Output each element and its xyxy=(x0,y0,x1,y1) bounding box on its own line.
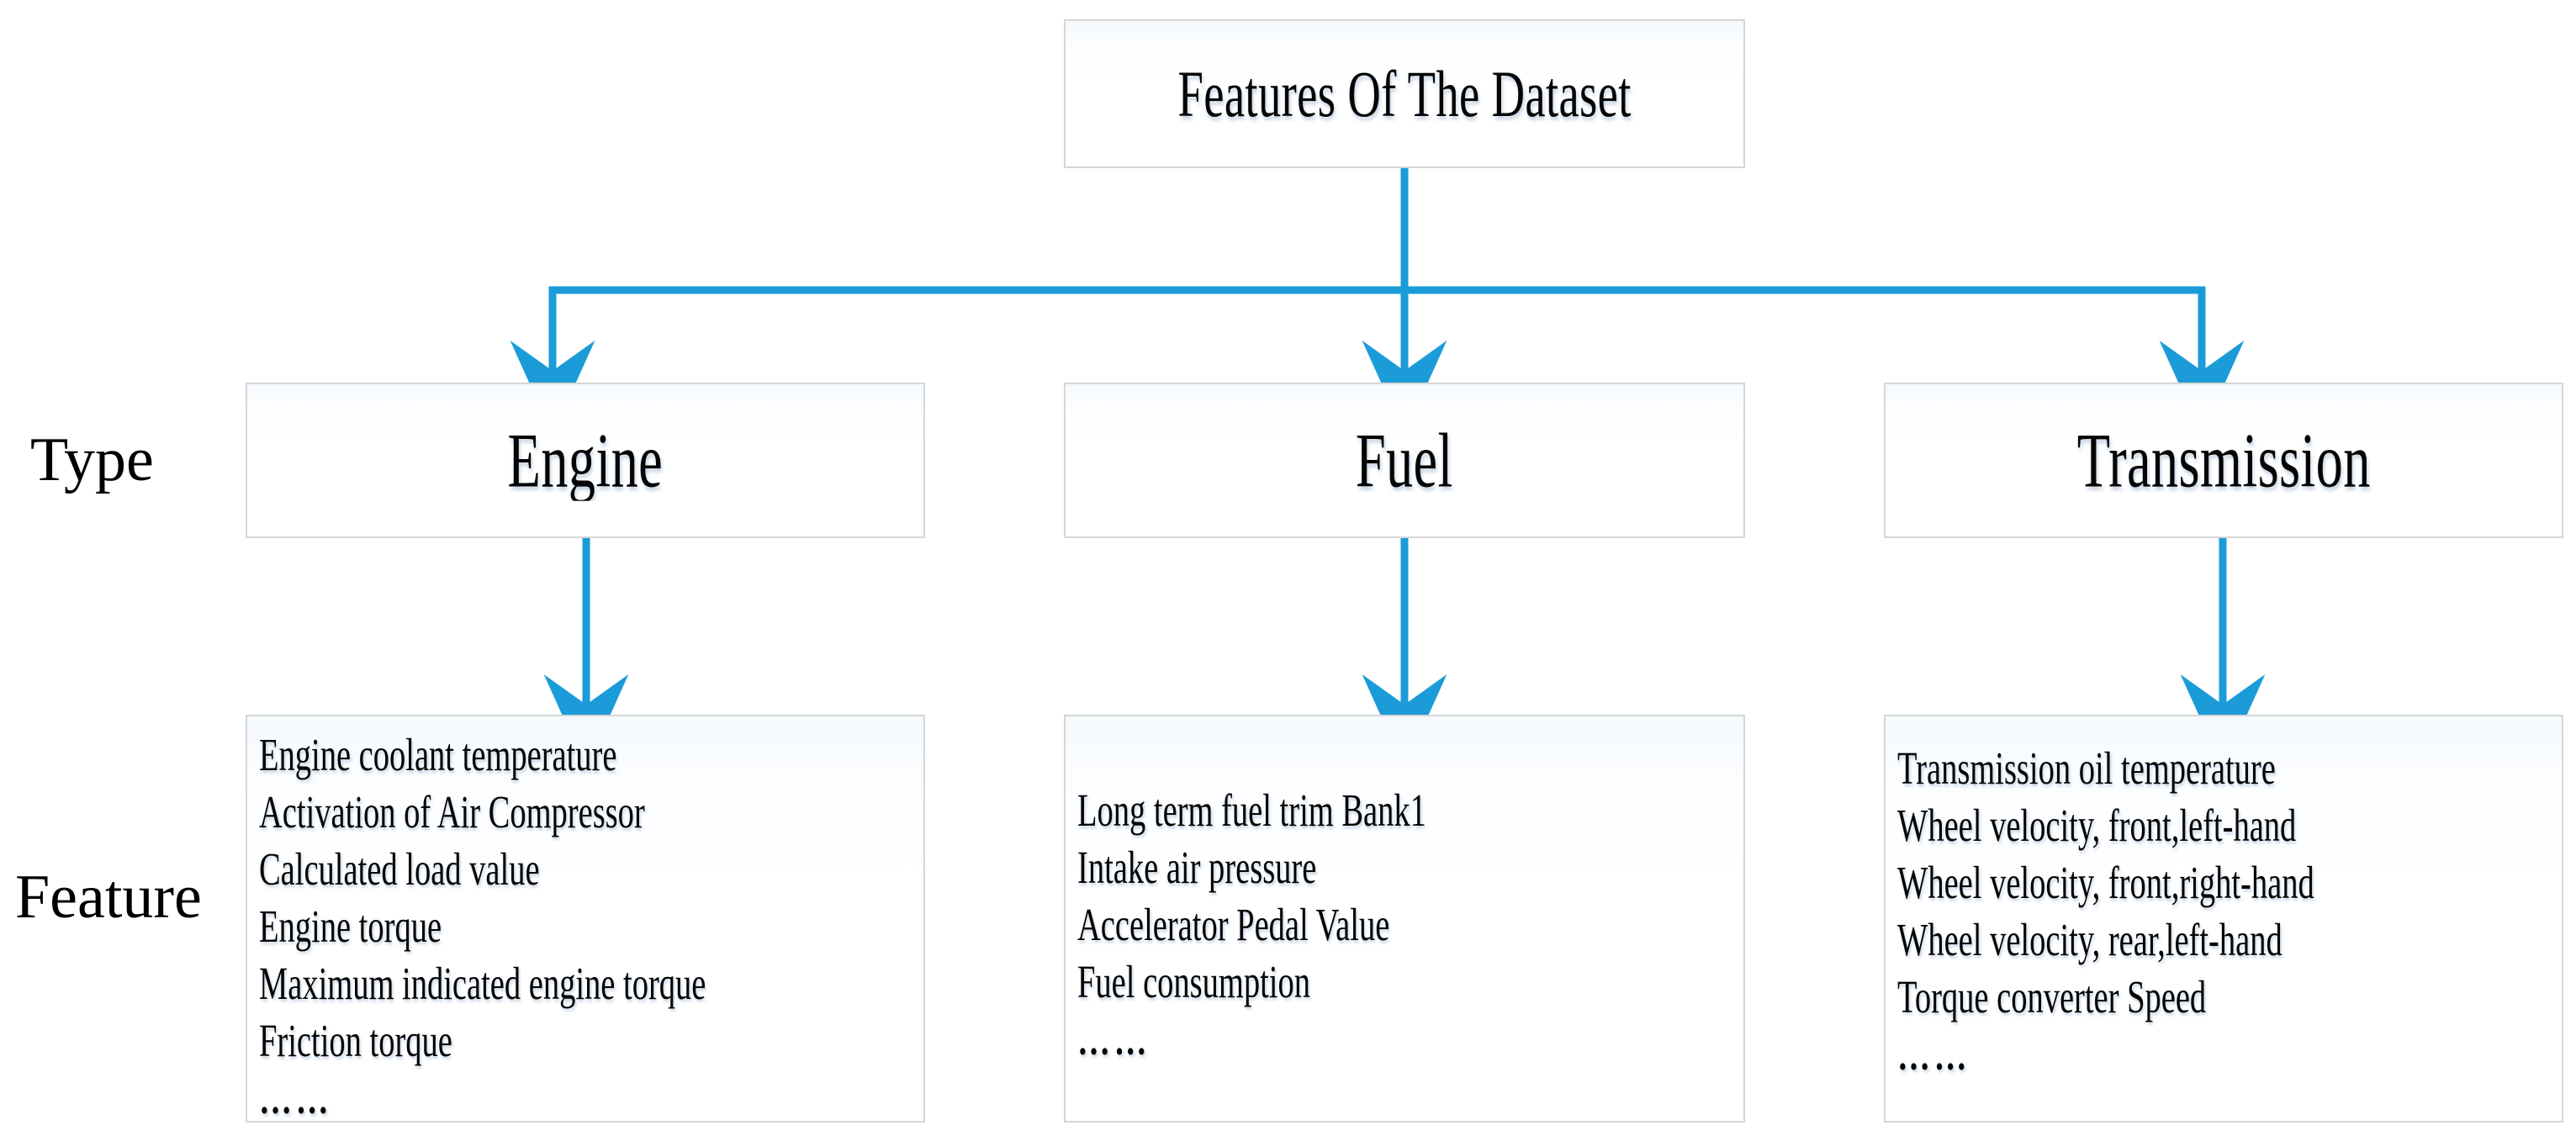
list-item: Engine coolant temperature xyxy=(259,729,617,780)
type-box-engine[interactable]: Engine xyxy=(246,383,925,538)
type-label-transmission: Transmission xyxy=(2076,420,2371,501)
list-item: Long term fuel trim Bank1 xyxy=(1077,784,1426,836)
row-label-type: Type xyxy=(30,425,154,494)
list-item: Fuel consumption xyxy=(1077,956,1310,1007)
type-box-fuel-wrap: Fuel xyxy=(1066,420,1743,501)
type-box-engine-wrap: Engine xyxy=(247,420,923,501)
root-title-wrap: Features Of The Dataset xyxy=(1066,60,1743,129)
row-label-feature: Feature xyxy=(15,863,202,932)
type-label-engine: Engine xyxy=(507,420,664,501)
type-box-transmission[interactable]: Transmission xyxy=(1884,383,2563,538)
list-item: Intake air pressure xyxy=(1077,842,1317,893)
feature-box-fuel[interactable]: Long term fuel trim Bank1 Intake air pre… xyxy=(1064,715,1745,1123)
list-item: Torque converter Speed xyxy=(1897,971,2207,1022)
feature-box-engine[interactable]: Engine coolant temperature Activation of… xyxy=(246,715,925,1123)
list-item: Friction torque xyxy=(259,1015,452,1066)
feature-list-transmission: Transmission oil temperature Wheel veloc… xyxy=(1897,740,2558,1083)
list-item-ellipsis: …… xyxy=(1077,1017,1151,1064)
type-box-transmission-wrap: Transmission xyxy=(1886,420,2562,501)
list-item: Transmission oil temperature xyxy=(1897,742,2276,794)
list-item: Wheel velocity, rear,left-hand xyxy=(1897,914,2282,965)
root-title-box[interactable]: Features Of The Dataset xyxy=(1064,19,1745,168)
page-title: Features Of The Dataset xyxy=(1177,59,1632,129)
list-item: Accelerator Pedal Value xyxy=(1077,899,1390,950)
list-item: Calculated load value xyxy=(259,843,540,895)
feature-box-transmission[interactable]: Transmission oil temperature Wheel veloc… xyxy=(1884,715,2563,1123)
feature-list-engine: Engine coolant temperature Activation of… xyxy=(259,726,920,1127)
list-item: Wheel velocity, front,left-hand xyxy=(1897,800,2297,851)
type-label-fuel: Fuel xyxy=(1356,420,1453,501)
list-item: Engine torque xyxy=(259,901,442,952)
list-item: Maximum indicated engine torque xyxy=(259,958,706,1009)
type-box-fuel[interactable]: Fuel xyxy=(1064,383,1745,538)
list-item: Activation of Air Compressor xyxy=(259,786,645,837)
list-item-ellipsis: …… xyxy=(1897,1032,1971,1079)
list-item-ellipsis: …… xyxy=(259,1075,333,1123)
feature-list-fuel: Long term fuel trim Bank1 Intake air pre… xyxy=(1077,782,1740,1068)
list-item: Wheel velocity, front,right-hand xyxy=(1897,857,2314,908)
